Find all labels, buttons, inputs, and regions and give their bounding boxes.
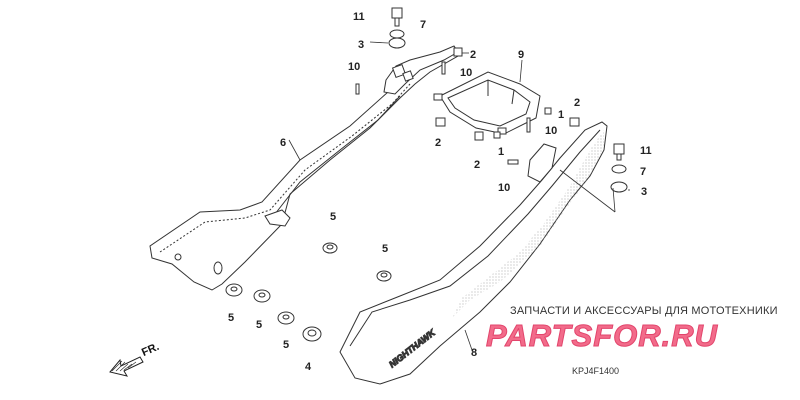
fasteners [355,7,628,193]
tray [433,71,541,135]
part-callout-9: 9 [518,49,525,61]
part-callout-2: 2 [470,49,477,61]
side-cover-frame [149,49,459,291]
part-callout-7: 7 [420,19,427,31]
front-direction-arrow [109,356,144,377]
part-callout-5: 5 [256,319,263,331]
part-callout-10: 10 [545,125,558,137]
part-callout-10: 10 [460,67,473,79]
part-callout-4: 4 [305,361,312,373]
site-caption: ЗАПЧАСТИ И АКСЕССУАРЫ ДЛЯ МОТОТЕХНИКИ [510,305,778,317]
figure-code: KPJ4F1400 [572,366,620,376]
mounting-bracket [383,45,459,95]
part-callout-1: 1 [498,146,505,158]
right-side-cover: NIGHTHAWK [339,121,608,385]
leader-lines [288,41,630,351]
part-callout-7: 7 [640,166,647,178]
site-logo: PARTSFOR.RU [485,318,719,354]
part-callout-5: 5 [382,243,389,255]
part-callout-3: 3 [641,186,648,198]
part-callout-3: 3 [358,39,365,51]
grommets [225,242,392,325]
part-callout-5: 5 [283,339,290,351]
part-callout-1: 1 [558,109,565,121]
part-callout-10: 10 [348,61,361,73]
part-callout-8: 8 [471,347,478,359]
part-callout-11: 11 [353,11,365,23]
part-callout-5: 5 [228,312,235,324]
part-callout-5: 5 [330,211,337,223]
part-callout-2: 2 [474,159,481,171]
part-callout-6: 6 [280,137,287,149]
part-callout-2: 2 [435,137,442,149]
collar [302,326,322,342]
part-callout-11: 11 [640,145,652,157]
part-callout-2: 2 [574,97,581,109]
part-callout-10: 10 [498,182,511,194]
